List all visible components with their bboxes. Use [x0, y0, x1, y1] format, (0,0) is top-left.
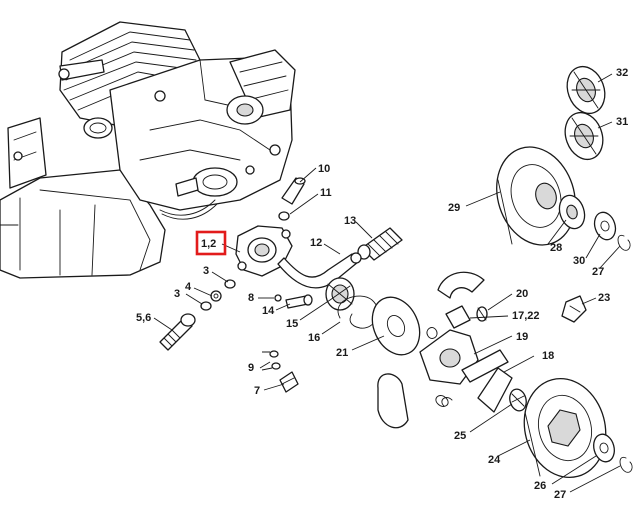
- part-29-clutch-drum: [496, 146, 576, 246]
- callout-4: 4: [185, 281, 192, 293]
- part-clutch-shoe-left: [377, 373, 409, 429]
- callout-26: 26: [534, 480, 546, 492]
- part-25-spring: [435, 395, 453, 407]
- callout-24: 24: [488, 454, 501, 466]
- callout-31: 31: [616, 116, 628, 128]
- callout-23: 23: [598, 292, 610, 304]
- callout-3-upper: 3: [203, 265, 209, 277]
- callout-30: 30: [573, 255, 585, 267]
- part-12-oil-line: [277, 252, 362, 289]
- callout-14: 14: [262, 305, 275, 317]
- part-23-bracket: [561, 295, 587, 323]
- callout-5-6: 5,6: [136, 312, 151, 324]
- part-18-clutch-shoe: [461, 349, 513, 413]
- part-24-clutch-drum: [523, 377, 607, 479]
- callout-8: 8: [248, 292, 254, 304]
- callout-1-2: 1,2: [201, 238, 216, 250]
- part-17-22-spring: [426, 305, 471, 339]
- callout-21: 21: [336, 347, 348, 359]
- callout-27-lower: 27: [554, 489, 566, 501]
- callout-20: 20: [516, 288, 528, 300]
- part-26-washer: [593, 433, 615, 463]
- callout-12: 12: [310, 237, 322, 249]
- part-5-6-adjuster: [159, 313, 196, 351]
- part-11-seal-ring: [278, 211, 290, 221]
- part-27-e-clip: [617, 234, 631, 251]
- callout-13: 13: [344, 215, 356, 227]
- part-30-washer: [593, 211, 617, 241]
- part-32-sprocket: [566, 65, 606, 115]
- part-8-pin: [274, 294, 282, 302]
- part-21-washer: [371, 296, 421, 356]
- part-31-sprocket: [564, 111, 604, 161]
- part-15-pump-drive: [325, 277, 355, 311]
- callout-11: 11: [320, 187, 332, 199]
- callout-3-lower: 3: [174, 288, 180, 300]
- part-25-needle-cage: [509, 388, 527, 412]
- part-9-o-rings: [261, 350, 281, 371]
- callout-labels: 32 31 10 11 13 29 1,2 12 3 4 3 28 30 27 …: [136, 67, 628, 501]
- callout-32: 32: [616, 67, 628, 79]
- part-27-e-clip-lower: [619, 456, 633, 473]
- callout-19: 19: [516, 331, 528, 343]
- callout-28: 28: [550, 242, 562, 254]
- part-14-screw: [285, 294, 313, 309]
- part-7-fitting: [279, 371, 299, 393]
- callout-17-22: 17,22: [512, 310, 540, 322]
- leader-lines: [153, 73, 621, 493]
- callout-10: 10: [318, 163, 330, 175]
- highlight-box: [195, 230, 227, 256]
- callout-25: 25: [454, 430, 466, 442]
- callout-16: 16: [308, 332, 320, 344]
- part-16-spring-clip: [337, 295, 379, 329]
- callout-18: 18: [542, 350, 554, 362]
- part-13-worm-gear: [357, 227, 403, 261]
- callout-9: 9: [248, 362, 254, 374]
- callout-27-upper: 27: [592, 266, 604, 278]
- part-10-fitting: [281, 177, 306, 205]
- callout-29: 29: [448, 202, 460, 214]
- engine-crankcase: [0, 21, 296, 279]
- callout-15: 15: [286, 318, 298, 330]
- callout-7: 7: [254, 385, 260, 397]
- part-4-screw: [210, 290, 222, 302]
